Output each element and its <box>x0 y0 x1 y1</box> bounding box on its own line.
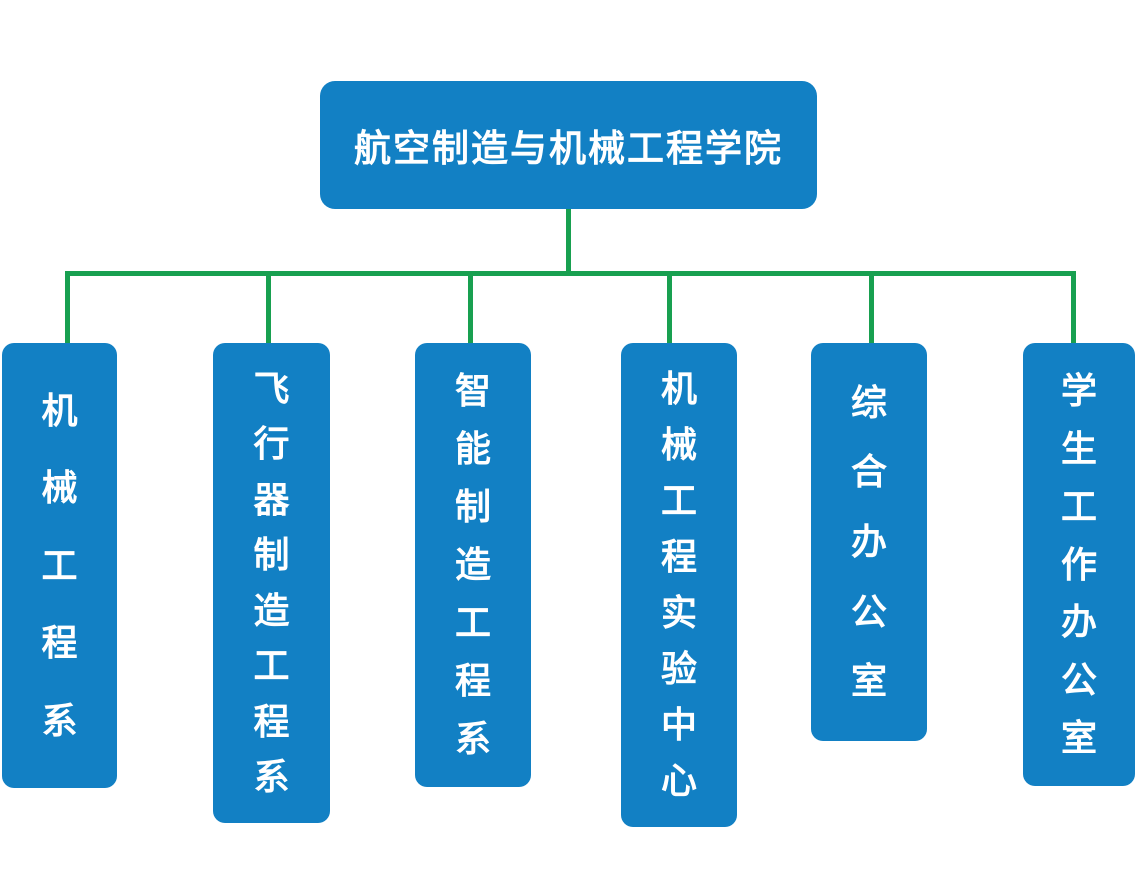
root-node-label: 航空制造与机械工程学院 <box>354 129 783 170</box>
connector-bus <box>65 271 1076 276</box>
office-general: 综合办公室 <box>811 343 927 741</box>
connector-drop-5 <box>869 273 874 344</box>
center-mechanical-engineering-experiment: 机械工程实验中心 <box>621 343 737 827</box>
connector-stem <box>566 209 571 273</box>
root-node: 航空制造与机械工程学院 <box>320 81 817 209</box>
dept-mechanical-engineering: 机械工程系 <box>2 343 117 788</box>
dept-intelligent-manufacturing-engineering: 智能制造工程系 <box>415 343 531 787</box>
connector-drop-3 <box>468 273 473 344</box>
connector-drop-4 <box>667 273 672 344</box>
connector-drop-6 <box>1071 273 1076 344</box>
connector-drop-1 <box>65 273 70 344</box>
connector-drop-2 <box>266 273 271 344</box>
office-student-affairs: 学生工作办公室 <box>1023 343 1135 786</box>
dept-aircraft-manufacturing-engineering: 飞行器制造工程系 <box>213 343 330 823</box>
